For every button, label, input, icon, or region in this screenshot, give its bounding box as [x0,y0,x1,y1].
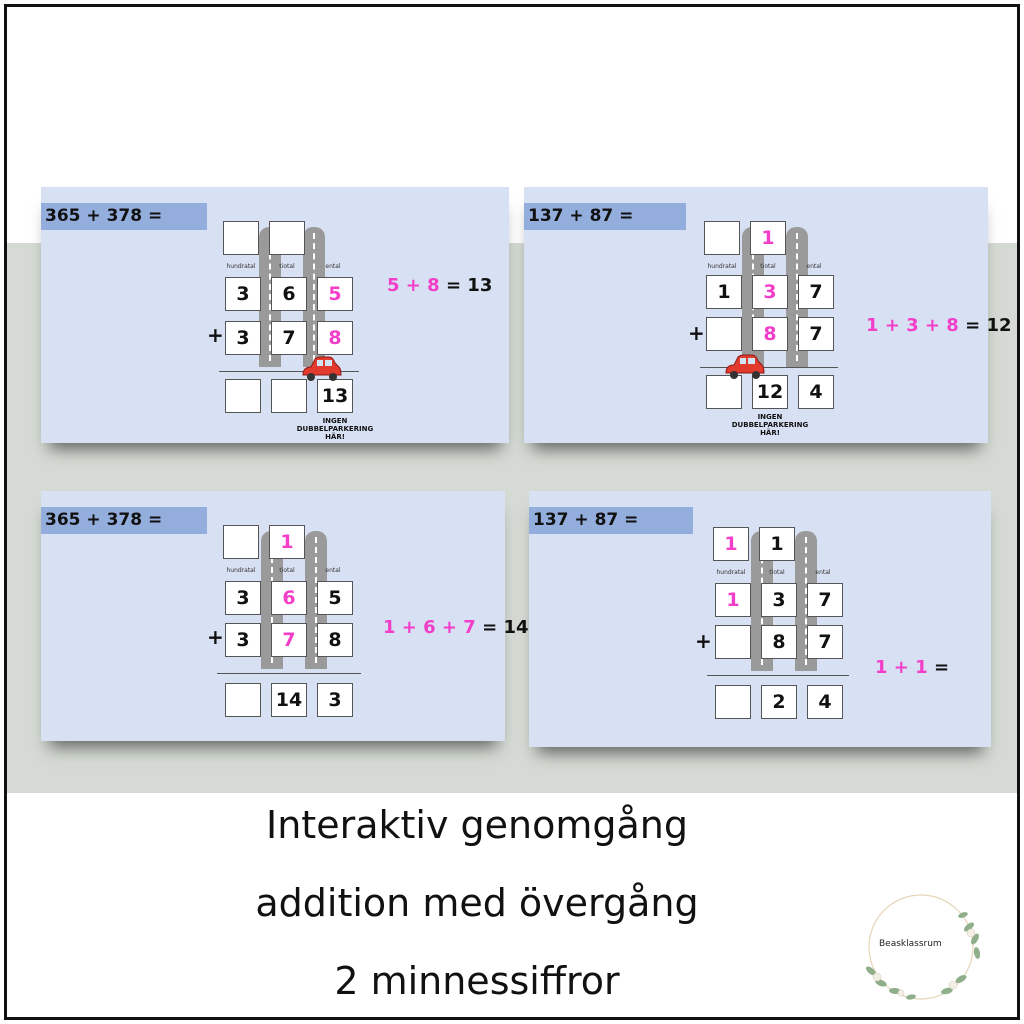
carry-hundreds-box[interactable] [223,525,259,559]
row1-ones[interactable]: 7 [798,275,834,309]
equation-label: 365 + 378 = [41,507,207,534]
carry-hundreds-box[interactable] [704,221,740,255]
caption-line-1: Interaktiv genomgång [266,803,688,847]
label-tens: tiotal [279,567,295,574]
row1-tens[interactable]: 6 [271,277,307,311]
side-equation: 5 + 8 = 13 [387,275,492,296]
slide-3: 365 + 378 = 1 hundratal tiotal ental 3 6… [41,491,529,741]
label-hundreds: hundratal [707,263,737,270]
row1-ones[interactable]: 5 [317,277,353,311]
parking-note: INGEN DUBBELPARKERING HÄR! [296,417,374,441]
row2-ones[interactable]: 7 [807,625,843,659]
row2-tens[interactable]: 8 [761,625,797,659]
equation-label: 365 + 378 = [41,203,207,230]
label-ones: ental [325,263,341,270]
row2-tens[interactable]: 7 [271,623,307,657]
result-ones[interactable]: 4 [798,375,834,409]
carry-tens-box[interactable] [269,221,305,255]
result-ones[interactable]: 4 [807,685,843,719]
plus-sign: + [695,629,712,653]
row1-ones[interactable]: 5 [317,581,353,615]
result-tens[interactable]: 2 [761,685,797,719]
slide-2: 137 + 87 = 1 hundratal tiotal ental 1 3 … [524,187,1012,443]
label-hundreds: hundratal [716,569,746,576]
car-icon[interactable] [722,353,766,383]
wreath-icon [866,894,981,1000]
label-tens: tiotal [279,263,295,270]
label-hundreds: hundratal [226,263,256,270]
result-tens[interactable] [271,379,307,413]
label-tens: tiotal [760,263,776,270]
result-tens[interactable]: 12 [752,375,788,409]
result-ones[interactable]: 13 [317,379,353,413]
side-equation-sum: = [933,657,950,678]
label-ones: ental [815,569,831,576]
row1-hundreds[interactable]: 3 [225,581,261,615]
logo-text: Beasklassrum [879,939,942,949]
row2-tens[interactable]: 7 [271,321,307,355]
row2-ones[interactable]: 8 [317,623,353,657]
result-hundreds[interactable] [715,685,751,719]
row1-tens[interactable]: 6 [271,581,307,615]
sum-line [217,673,361,674]
side-equation-terms: 5 + 8 [387,275,440,296]
side-equation: 1 + 1 = [875,657,949,678]
slide-4: 137 + 87 = 1 1 hundratal tiotal ental 1 … [529,491,991,747]
row1-ones[interactable]: 7 [807,583,843,617]
sum-line [219,371,359,372]
plus-sign: + [207,323,224,347]
row1-tens[interactable]: 3 [752,275,788,309]
plus-sign: + [207,625,224,649]
carry-tens-box[interactable]: 1 [759,527,795,561]
carry-tens-box[interactable]: 1 [750,221,786,255]
caption-line-2: addition med övergång [255,881,699,925]
row2-hundreds[interactable]: 3 [225,623,261,657]
row2-hundreds[interactable] [706,317,742,351]
parking-note: INGEN DUBBELPARKERING HÄR! [731,413,809,437]
side-equation-terms: 1 + 1 [875,657,928,678]
row1-hundreds[interactable]: 3 [225,277,261,311]
label-ones: ental [325,567,341,574]
label-hundreds: hundratal [226,567,256,574]
carry-tens-box[interactable]: 1 [269,525,305,559]
side-equation-sum: = 13 [445,275,493,296]
side-equation-sum: = 14 [482,617,529,638]
row2-tens[interactable]: 8 [752,317,788,351]
row2-ones[interactable]: 8 [317,321,353,355]
caption-line-3: 2 minnessiffror [334,959,620,1003]
slide-1: 365 + 378 = hundratal tiotal ental 3 6 5… [41,187,509,443]
equation-label: 137 + 87 = [529,507,693,534]
side-equation-terms: 1 + 3 + 8 [866,315,959,336]
result-hundreds[interactable] [225,683,261,717]
row2-ones[interactable]: 7 [798,317,834,351]
equation-label: 137 + 87 = [524,203,686,230]
car-icon[interactable] [299,355,343,385]
row2-hundreds[interactable]: 3 [225,321,261,355]
brand-logo: Beasklassrum [851,887,1001,1017]
sum-line [700,367,838,368]
carry-hundreds-box[interactable] [223,221,259,255]
sum-line [707,675,849,676]
side-equation: 1 + 6 + 7 = 14 [383,617,529,638]
side-equation: 1 + 3 + 8 = 12 [866,315,1012,336]
row1-tens[interactable]: 3 [761,583,797,617]
row2-hundreds[interactable] [715,625,751,659]
carry-hundreds-box[interactable]: 1 [713,527,749,561]
side-equation-sum: = 12 [965,315,1012,336]
result-tens[interactable]: 14 [271,683,307,717]
row1-hundreds[interactable]: 1 [706,275,742,309]
result-hundreds[interactable] [706,375,742,409]
side-equation-terms: 1 + 6 + 7 [383,617,476,638]
result-ones[interactable]: 3 [317,683,353,717]
label-ones: ental [806,263,822,270]
plus-sign: + [688,321,705,345]
label-tens: tiotal [769,569,785,576]
image-frame: 365 + 378 = hundratal tiotal ental 3 6 5… [4,4,1020,1020]
row1-hundreds[interactable]: 1 [715,583,751,617]
result-hundreds[interactable] [225,379,261,413]
